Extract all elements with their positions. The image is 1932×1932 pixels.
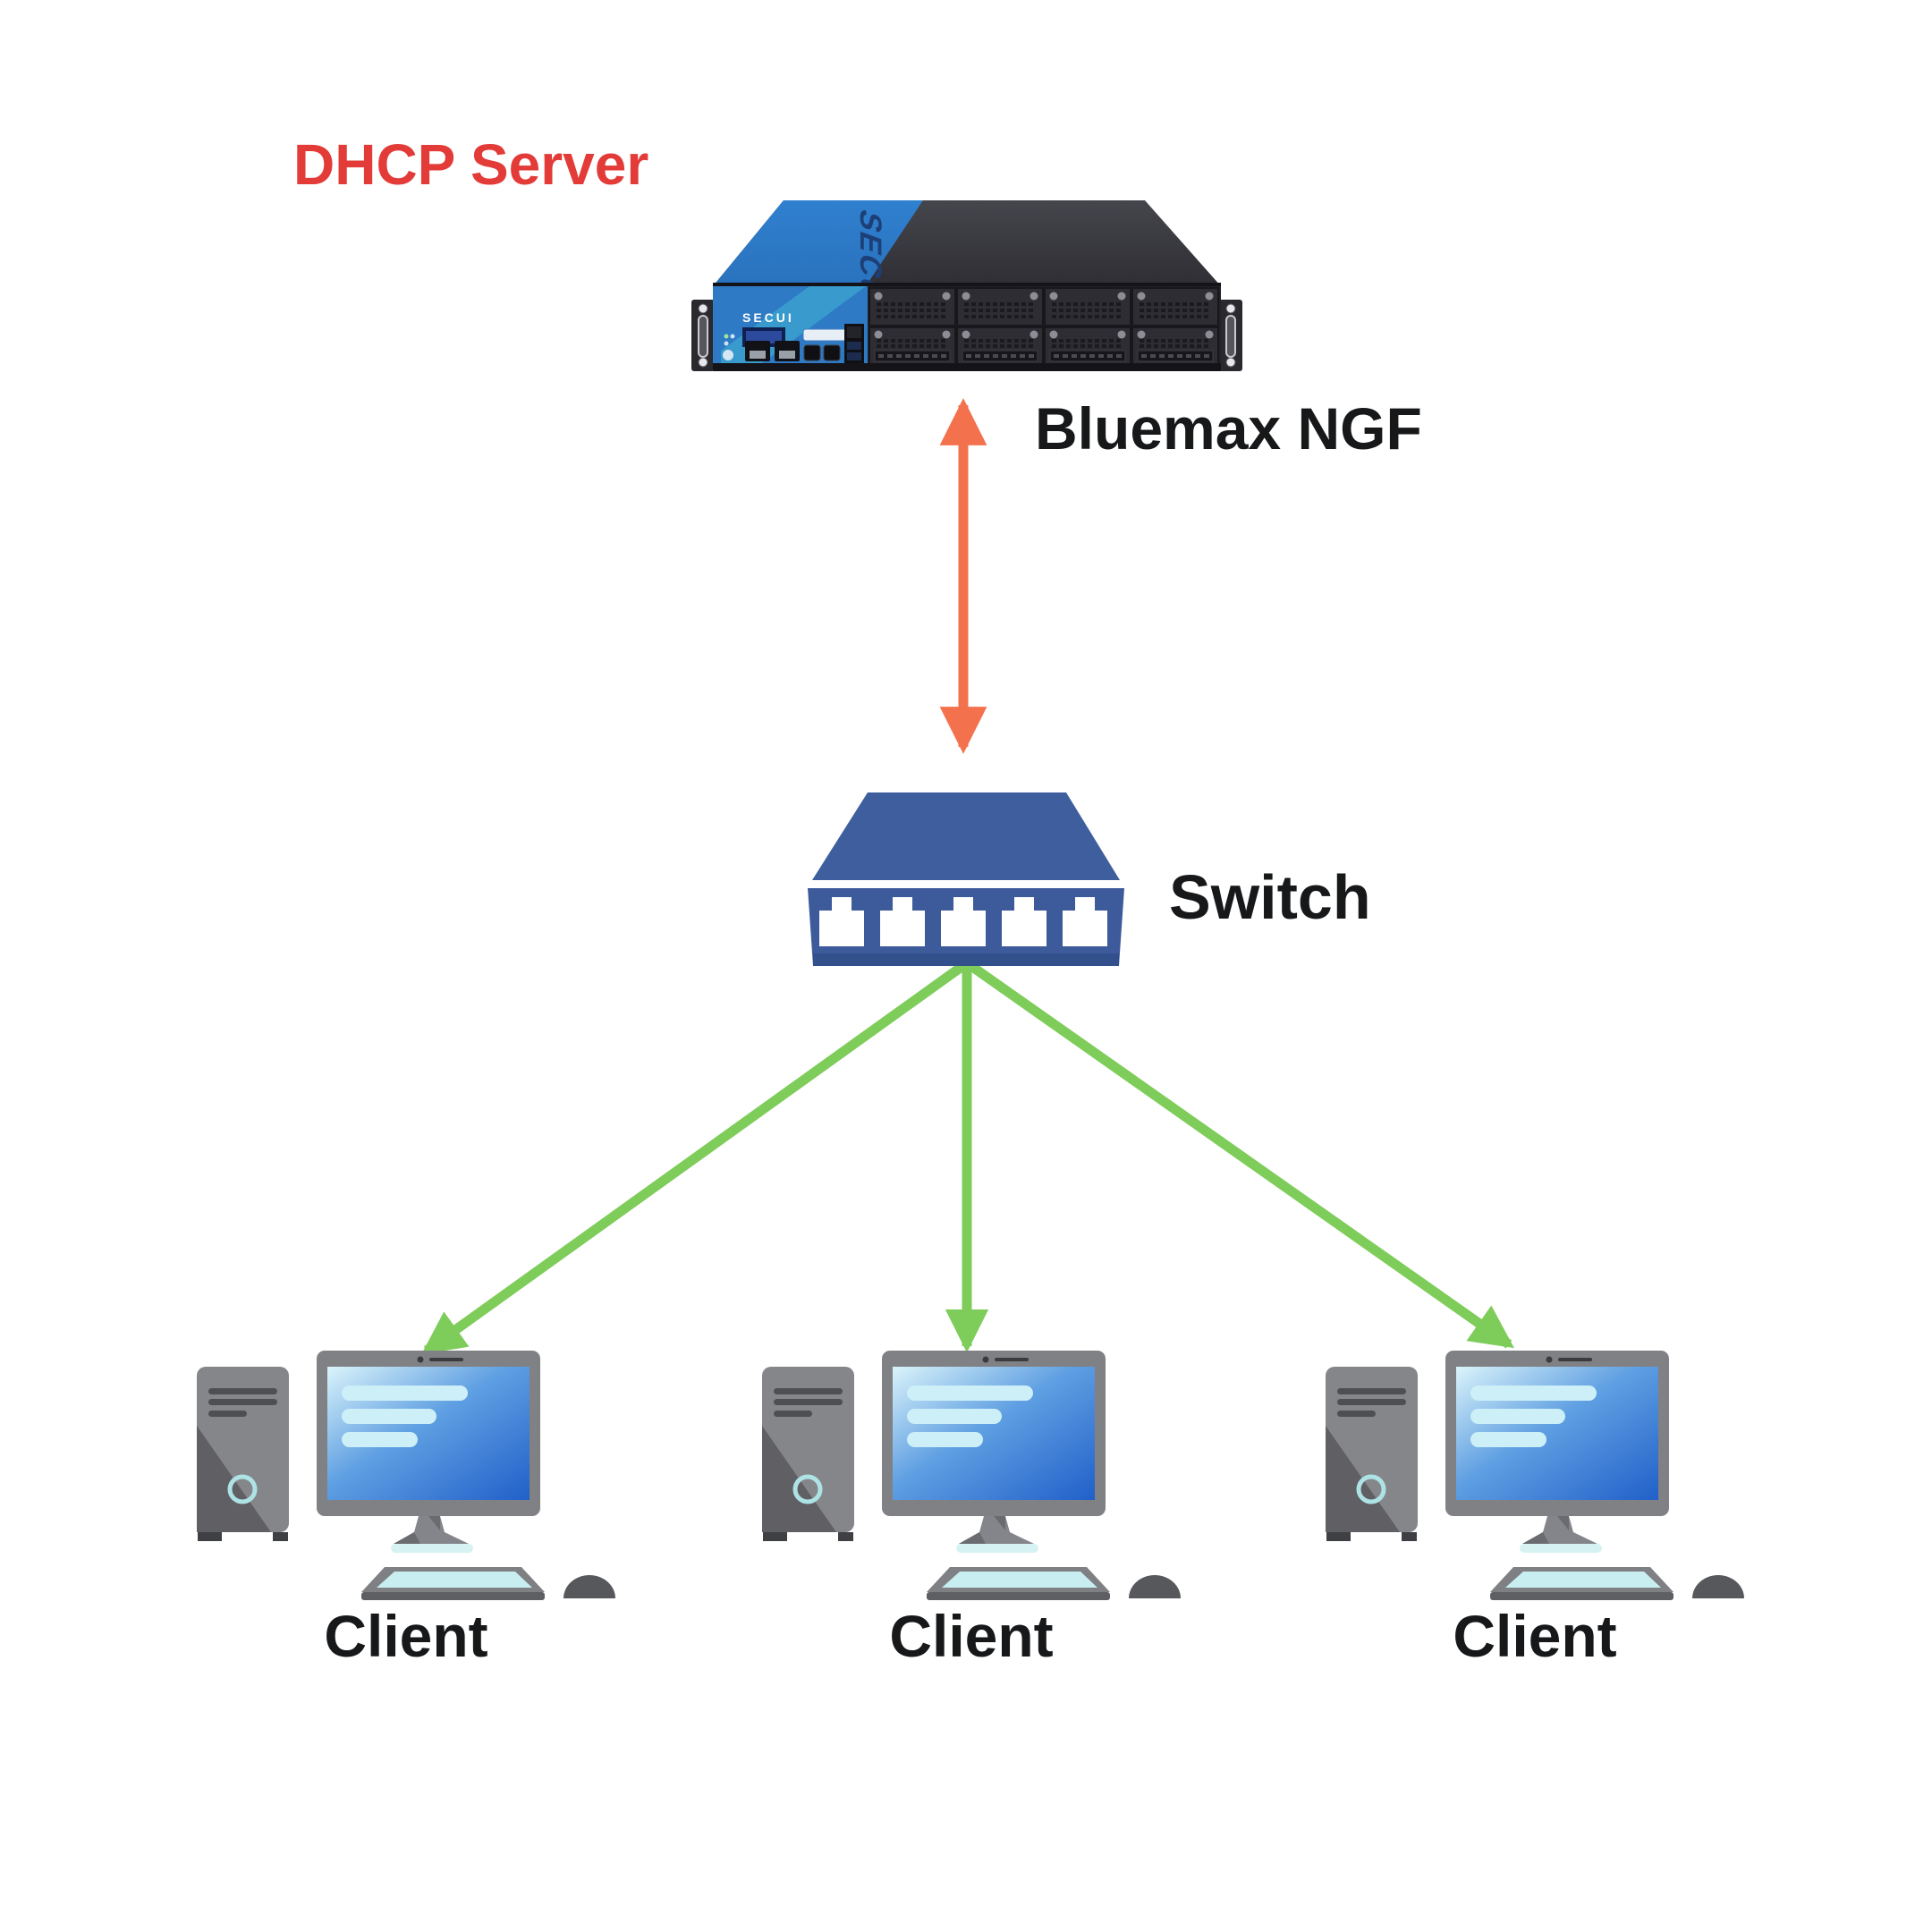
client-3-icon — [1326, 1351, 1744, 1600]
client-1-icon — [197, 1351, 615, 1600]
dhcp-server-label: DHCP Server — [293, 132, 649, 197]
link-switch-client-arrows — [421, 960, 1514, 1355]
client-2-icon — [762, 1351, 1181, 1600]
client-2-label: Client — [889, 1603, 1054, 1669]
client-workstation-icons — [197, 1351, 1744, 1600]
brand-logo-panel: SECUI — [742, 310, 794, 325]
firewall-appliance-icon: SECUI SECUI — [691, 200, 1242, 371]
network-switch-icon — [808, 792, 1124, 966]
switch-label: Switch — [1169, 862, 1371, 932]
bluemax-ngf-label: Bluemax NGF — [1035, 395, 1422, 462]
client-3-label: Client — [1453, 1603, 1617, 1669]
client-1-label: Client — [324, 1603, 488, 1669]
